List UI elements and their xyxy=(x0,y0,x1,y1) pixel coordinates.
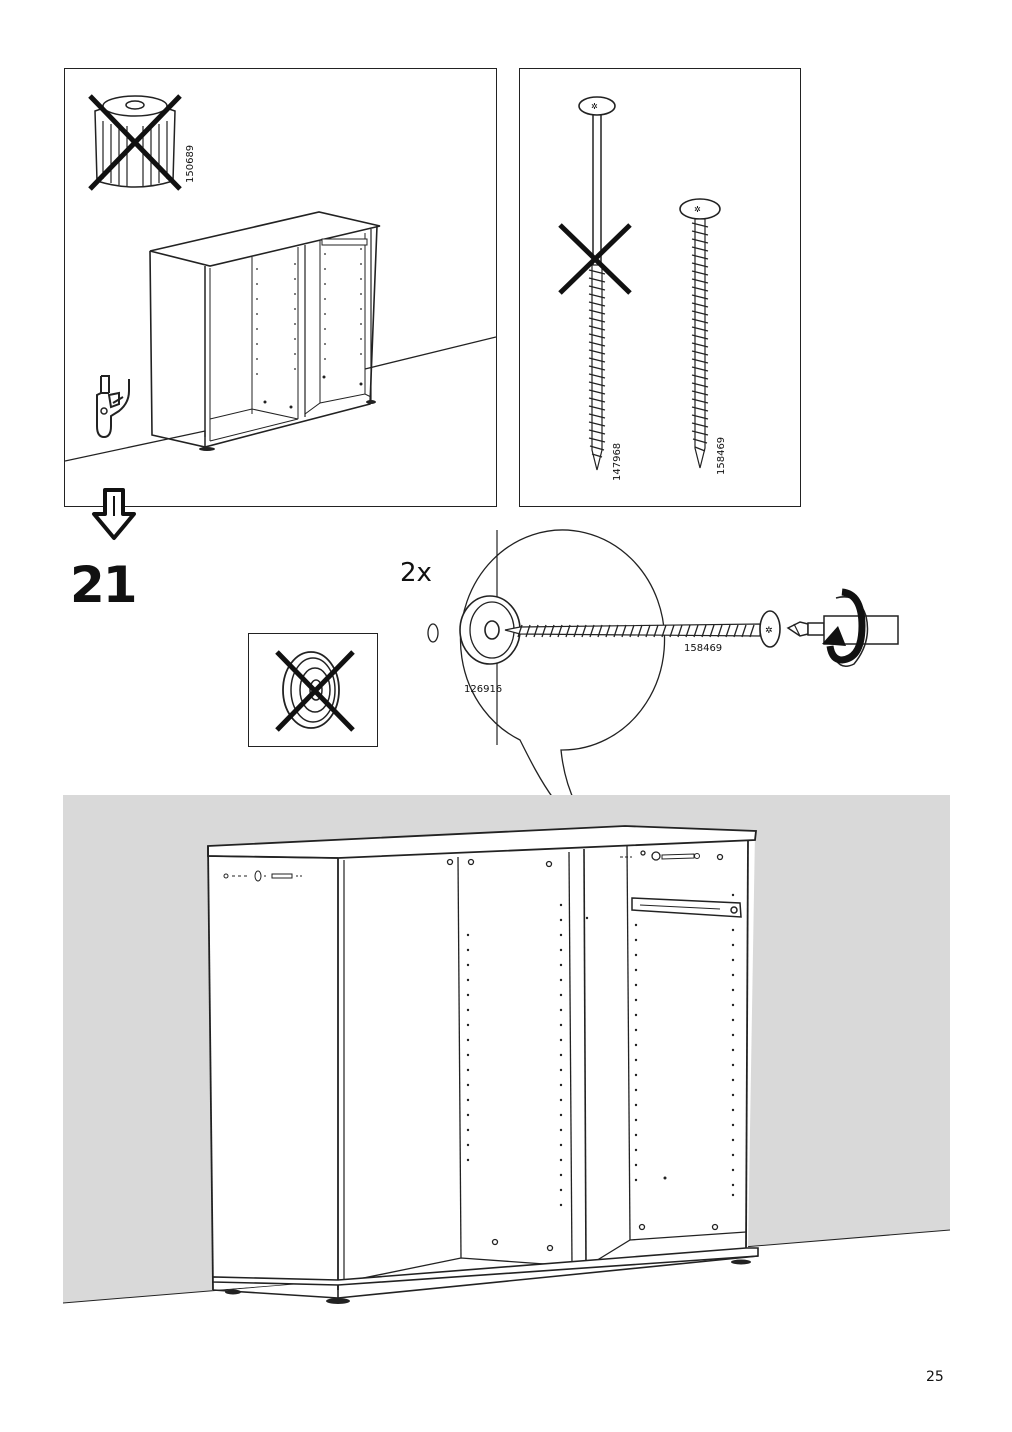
cabinet-against-wall-illustration xyxy=(65,211,496,462)
panel-forbidden-leg: 150689 xyxy=(64,68,497,507)
svg-text:✲: ✲ xyxy=(694,205,701,214)
rotate-clockwise-icon xyxy=(822,588,866,664)
not-allowed-x-icon xyxy=(275,650,355,732)
panel-screw-selection: ✲ 147968 ✲ 158469 xyxy=(519,68,801,507)
panel-forbidden-washer xyxy=(248,633,378,747)
short-screw-icon: ✲ xyxy=(679,198,721,469)
hand-press-icon xyxy=(96,375,130,439)
long-screw-icon: ✲ xyxy=(578,96,616,471)
svg-text:✲: ✲ xyxy=(591,102,598,111)
svg-text:✲: ✲ xyxy=(765,626,773,636)
not-allowed-x-icon xyxy=(88,94,182,191)
not-allowed-x-icon xyxy=(558,223,632,295)
screw-number: 158469 xyxy=(684,643,723,654)
page-number: 25 xyxy=(926,1369,944,1385)
step-number: 21 xyxy=(70,556,138,614)
quantity-label: 2x xyxy=(400,558,432,588)
washer-number: 126916 xyxy=(464,684,503,695)
down-arrow-icon xyxy=(92,488,136,540)
